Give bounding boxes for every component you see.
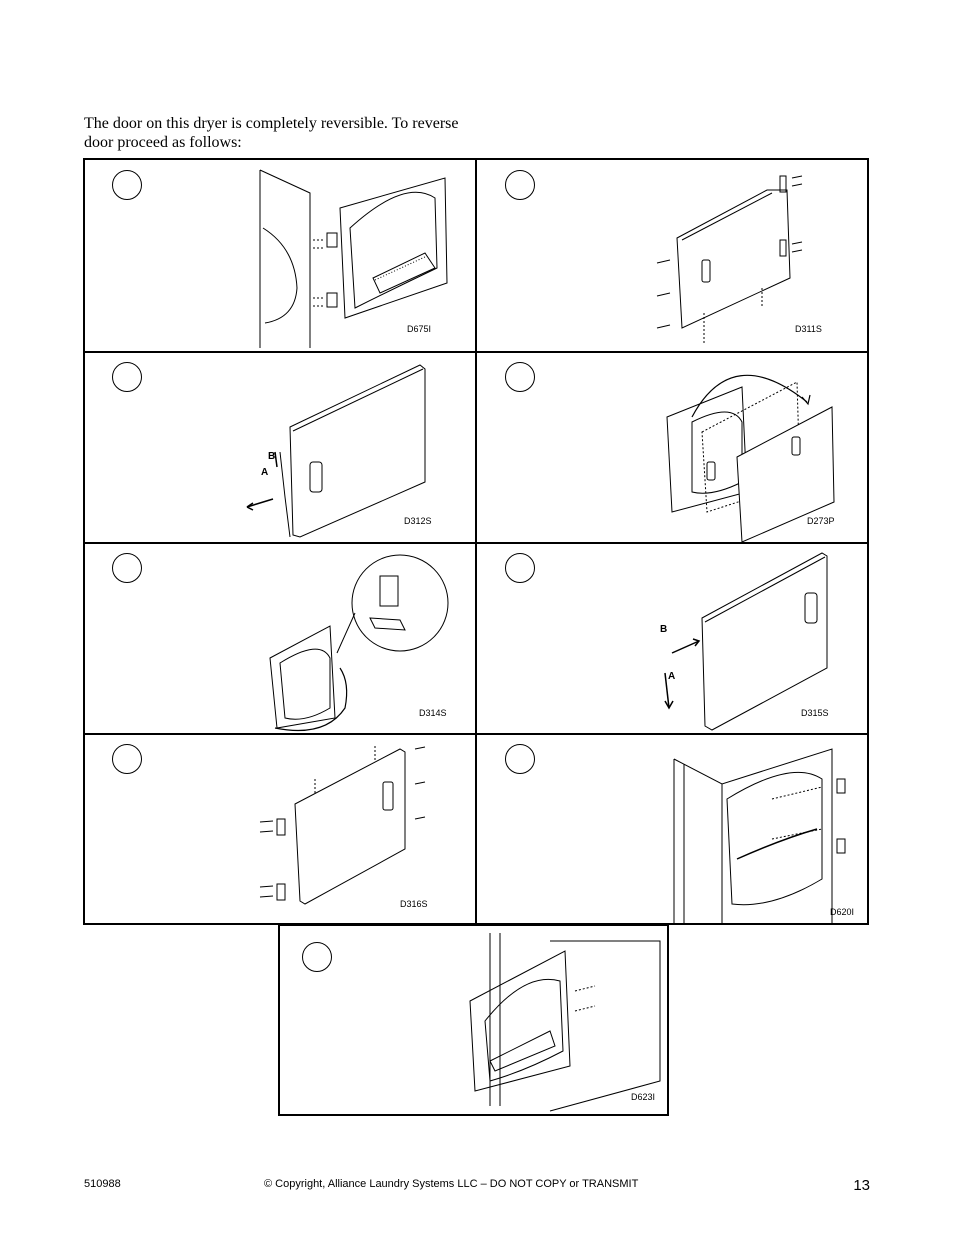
door-flip-illustration [666, 374, 835, 543]
step-circle [112, 553, 142, 583]
figure-code: D675I [407, 324, 432, 334]
step-circle [505, 744, 535, 774]
callout-label: B [268, 451, 276, 462]
dryer-opening-illustration [673, 748, 846, 924]
figure-1: D675I [85, 160, 475, 351]
grid-divider [85, 351, 867, 353]
step-circle [112, 744, 142, 774]
figure-8: D620I [477, 734, 869, 925]
grid-divider [85, 733, 867, 735]
grid-divider [85, 542, 867, 544]
figure-code: D316S [400, 899, 428, 909]
figure-6: B A D315S [477, 543, 869, 733]
door-panel-illustration [246, 364, 426, 538]
step-circle [112, 170, 142, 200]
figure-9: D623I [278, 924, 669, 1116]
figure-7: D316S [85, 734, 475, 925]
figure-2: D311S [477, 160, 869, 351]
figure-code: D314S [419, 708, 447, 718]
door-panel-illustration [664, 552, 828, 731]
figure-3: B A D312S [85, 352, 475, 542]
step-circle [505, 553, 535, 583]
figure-code: D620I [830, 907, 855, 917]
figure-4: D273P [477, 352, 869, 543]
figure-code: D315S [801, 708, 829, 718]
step-circle [505, 170, 535, 200]
figure-code: D312S [404, 516, 432, 526]
page-number: 13 [853, 1177, 870, 1194]
figure-grid: D675I D311S [83, 158, 869, 925]
intro-text: The door on this dryer is completely rev… [84, 115, 459, 151]
callout-label: A [668, 671, 676, 682]
callout-label: A [261, 467, 269, 478]
figure-code: D273P [807, 516, 835, 526]
hinge-detail-illustration [269, 554, 449, 731]
step-circle [302, 942, 332, 972]
door-reinstalled-illustration [469, 933, 661, 1112]
door-panel-hinges-illustration [259, 746, 426, 905]
copyright-notice: © Copyright, Alliance Laundry Systems LL… [264, 1178, 639, 1190]
step-circle [505, 362, 535, 392]
figure-5: D314S [85, 543, 475, 733]
dryer-door-open-illustration [259, 169, 448, 348]
callout-label: B [660, 624, 668, 635]
figure-code: D311S [795, 324, 822, 334]
grid-divider [475, 160, 477, 923]
figure-code: D623I [631, 1092, 656, 1102]
step-circle [112, 362, 142, 392]
doc-number: 510988 [84, 1178, 121, 1190]
door-panel-removed-illustration [656, 175, 803, 343]
